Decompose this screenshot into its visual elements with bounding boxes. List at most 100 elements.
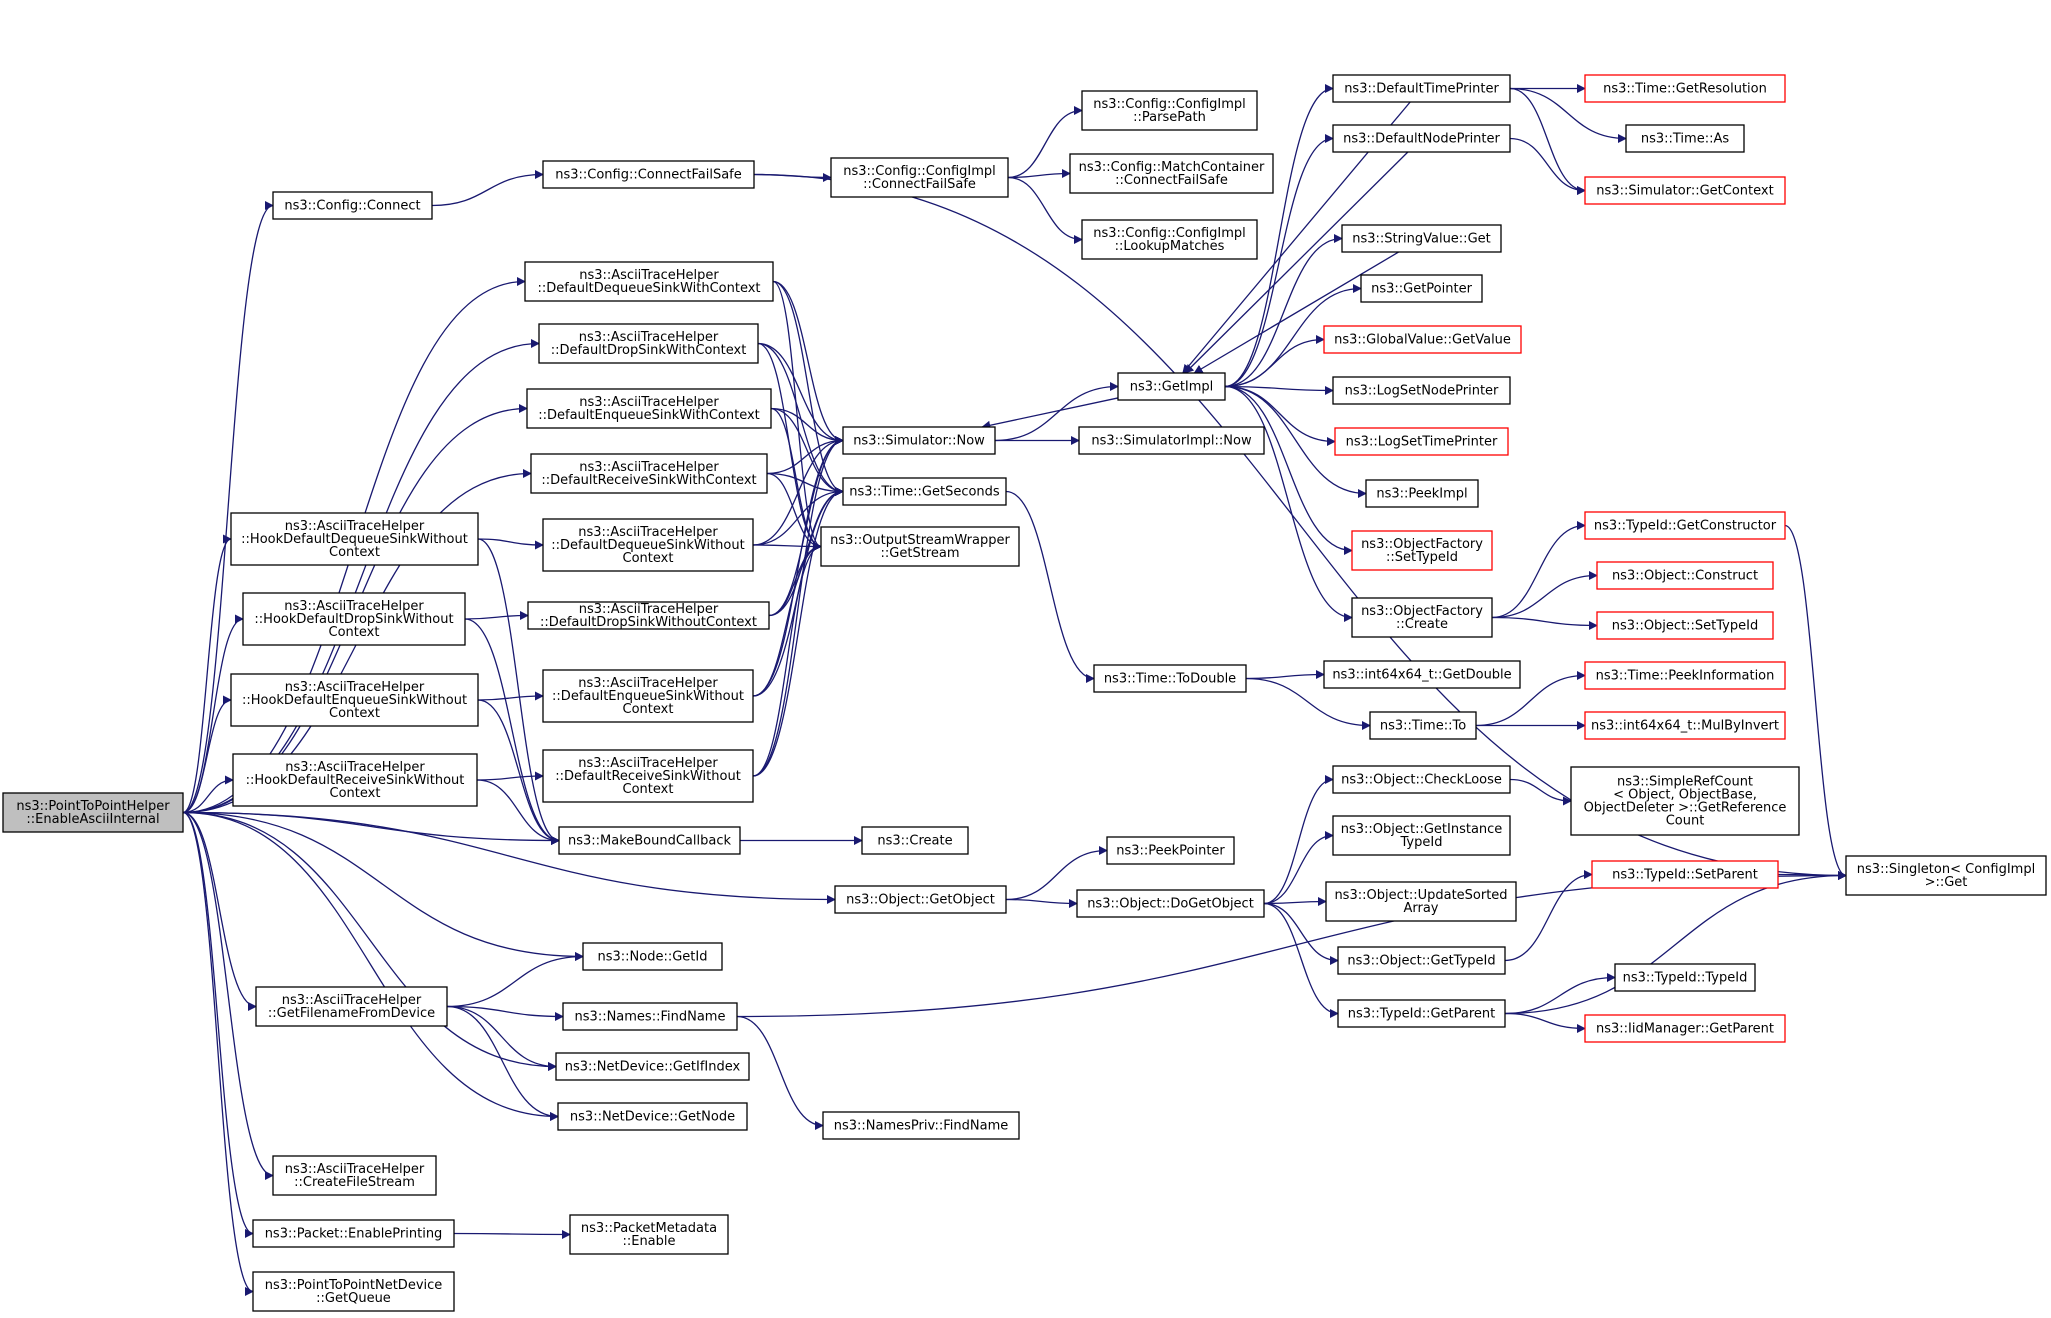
node-box[interactable] xyxy=(542,669,754,723)
node-box[interactable] xyxy=(1076,889,1265,918)
node-ath-ddswo[interactable]: ns3::AsciiTraceHelper::DefaultDequeueSin… xyxy=(542,518,754,572)
node-box[interactable] xyxy=(272,191,433,220)
node-box[interactable] xyxy=(1323,660,1521,689)
node-sim-now[interactable]: ns3::Simulator::Now xyxy=(842,426,996,455)
node-ath-drcswo[interactable]: ns3::AsciiTraceHelper::DefaultReceiveSin… xyxy=(542,749,754,803)
node-box[interactable] xyxy=(582,942,723,971)
node-pm-en[interactable]: ns3::PacketMetadata::Enable xyxy=(569,1214,729,1255)
node-names-fn[interactable]: ns3::Names::FindName xyxy=(562,1002,738,1031)
node-namesp-fn[interactable]: ns3::NamesPriv::FindName xyxy=(822,1111,1020,1140)
node-getimpl[interactable]: ns3::GetImpl xyxy=(1117,372,1226,401)
node-box[interactable] xyxy=(526,388,772,429)
node-box[interactable] xyxy=(1334,427,1509,456)
node-ath-cfs[interactable]: ns3::AsciiTraceHelper::CreateFileStream xyxy=(272,1155,437,1196)
node-box[interactable] xyxy=(820,526,1020,567)
node-box[interactable] xyxy=(1584,661,1786,690)
node-box[interactable] xyxy=(1332,376,1511,405)
node-box[interactable] xyxy=(527,601,770,630)
node-singleton[interactable]: ns3::Singleton< ConfigImpl >::Get xyxy=(1845,855,2047,896)
node-box[interactable] xyxy=(1584,711,1786,740)
node-peekimpl[interactable]: ns3::PeekImpl xyxy=(1365,479,1479,508)
node-obj-sti[interactable]: ns3::Object::SetTypeId xyxy=(1596,611,1774,640)
node-p2pnd-gq[interactable]: ns3::PointToPointNetDevice::GetQueue xyxy=(252,1271,455,1312)
node-box[interactable] xyxy=(1337,999,1506,1028)
node-cfgi-lm[interactable]: ns3::Config::ConfigImpl::LookupMatches xyxy=(1081,219,1258,260)
node-root[interactable]: ns3::PointToPointHelper::EnableAsciiInte… xyxy=(2,792,184,833)
node-box[interactable] xyxy=(230,673,479,727)
node-box[interactable] xyxy=(524,261,774,302)
node-i64-mbi[interactable]: ns3::int64x64_t::MulByInvert xyxy=(1584,711,1786,740)
node-box[interactable] xyxy=(569,1214,729,1255)
node-ath-hddsw[interactable]: ns3::AsciiTraceHelper::HookDefaultDequeu… xyxy=(230,512,479,566)
node-cfgi-cfs[interactable]: ns3::Config::ConfigImpl::ConnectFailSafe xyxy=(830,157,1009,198)
node-box[interactable] xyxy=(232,753,478,807)
node-peekptr[interactable]: ns3::PeekPointer xyxy=(1106,836,1235,865)
node-ath-gffd[interactable]: ns3::AsciiTraceHelper::GetFilenameFromDe… xyxy=(255,986,448,1027)
node-box[interactable] xyxy=(1341,224,1502,253)
node-osw-gs[interactable]: ns3::OutputStreamWrapper::GetStream xyxy=(820,526,1020,567)
node-box[interactable] xyxy=(1117,372,1226,401)
node-node-gid[interactable]: ns3::Node::GetId xyxy=(582,942,723,971)
node-tid-gc[interactable]: ns3::TypeId::GetConstructor xyxy=(1584,511,1786,540)
node-sv-get[interactable]: ns3::StringValue::Get xyxy=(1341,224,1502,253)
node-time-as[interactable]: ns3::Time::As xyxy=(1625,124,1745,153)
node-box[interactable] xyxy=(1584,1014,1786,1043)
node-box[interactable] xyxy=(822,1111,1020,1140)
node-box[interactable] xyxy=(557,1102,748,1131)
node-ath-drcswc[interactable]: ns3::AsciiTraceHelper::DefaultReceiveSin… xyxy=(530,453,768,494)
node-ath-ddswc[interactable]: ns3::AsciiTraceHelper::DefaultDequeueSin… xyxy=(524,261,774,302)
node-mbc[interactable]: ns3::MakeBoundCallback xyxy=(558,826,741,855)
node-ath-hdrsw[interactable]: ns3::AsciiTraceHelper::HookDefaultDropSi… xyxy=(242,592,466,646)
node-box[interactable] xyxy=(1584,176,1786,205)
node-box[interactable] xyxy=(1081,90,1258,131)
node-box[interactable] xyxy=(1332,815,1511,856)
node-box[interactable] xyxy=(1081,219,1258,260)
node-box[interactable] xyxy=(252,1219,455,1248)
node-create[interactable]: ns3::Create xyxy=(861,826,969,855)
node-box[interactable] xyxy=(1625,124,1745,153)
node-obj-gtid[interactable]: ns3::Object::GetTypeId xyxy=(1337,946,1506,975)
node-box[interactable] xyxy=(2,792,184,833)
node-box[interactable] xyxy=(1093,664,1247,693)
node-nd-gn[interactable]: ns3::NetDevice::GetNode xyxy=(557,1102,748,1131)
node-box[interactable] xyxy=(1369,711,1477,740)
node-time-to[interactable]: ns3::Time::To xyxy=(1369,711,1477,740)
node-ath-drswo[interactable]: ns3::AsciiTraceHelper::DefaultDropSinkWi… xyxy=(527,601,770,630)
node-box[interactable] xyxy=(842,477,1007,506)
node-dtp[interactable]: ns3::DefaultTimePrinter xyxy=(1332,74,1511,103)
node-box[interactable] xyxy=(555,1052,750,1081)
node-box[interactable] xyxy=(1584,511,1786,540)
node-ath-hdesw[interactable]: ns3::AsciiTraceHelper::HookDefaultEnqueu… xyxy=(230,673,479,727)
node-box[interactable] xyxy=(1106,836,1235,865)
node-time-gs[interactable]: ns3::Time::GetSeconds xyxy=(842,477,1007,506)
node-box[interactable] xyxy=(252,1271,455,1312)
node-box[interactable] xyxy=(1078,426,1265,455)
node-iid-gp[interactable]: ns3::IidManager::GetParent xyxy=(1584,1014,1786,1043)
node-box[interactable] xyxy=(1596,611,1774,640)
node-box[interactable] xyxy=(558,826,741,855)
node-time-gr[interactable]: ns3::Time::GetResolution xyxy=(1584,74,1786,103)
node-box[interactable] xyxy=(1332,74,1511,103)
node-ath-deswc[interactable]: ns3::AsciiTraceHelper::DefaultEnqueueSin… xyxy=(526,388,772,429)
node-cfg-mc[interactable]: ns3::Config::MatchContainer::ConnectFail… xyxy=(1069,153,1274,194)
node-box[interactable] xyxy=(1332,124,1511,153)
node-ath-hdrcsw[interactable]: ns3::AsciiTraceHelper::HookDefaultReceiv… xyxy=(232,753,478,807)
node-box[interactable] xyxy=(255,986,448,1027)
node-box[interactable] xyxy=(1351,530,1493,571)
node-box[interactable] xyxy=(1360,274,1483,303)
node-cfgi-pp[interactable]: ns3::Config::ConfigImpl::ParsePath xyxy=(1081,90,1258,131)
node-cfg-cfs[interactable]: ns3::Config::ConnectFailSafe xyxy=(542,160,755,189)
node-box[interactable] xyxy=(1325,881,1517,922)
node-box[interactable] xyxy=(538,323,759,364)
node-box[interactable] xyxy=(1614,963,1756,992)
node-time-td[interactable]: ns3::Time::ToDouble xyxy=(1093,664,1247,693)
node-obj-go[interactable]: ns3::Object::GetObject xyxy=(834,885,1007,914)
node-lsnp[interactable]: ns3::LogSetNodePrinter xyxy=(1332,376,1511,405)
node-box[interactable] xyxy=(1323,325,1522,354)
node-box[interactable] xyxy=(830,157,1009,198)
node-box[interactable] xyxy=(1596,561,1774,590)
node-box[interactable] xyxy=(272,1155,437,1196)
node-box[interactable] xyxy=(1337,946,1506,975)
node-getptr[interactable]: ns3::GetPointer xyxy=(1360,274,1483,303)
